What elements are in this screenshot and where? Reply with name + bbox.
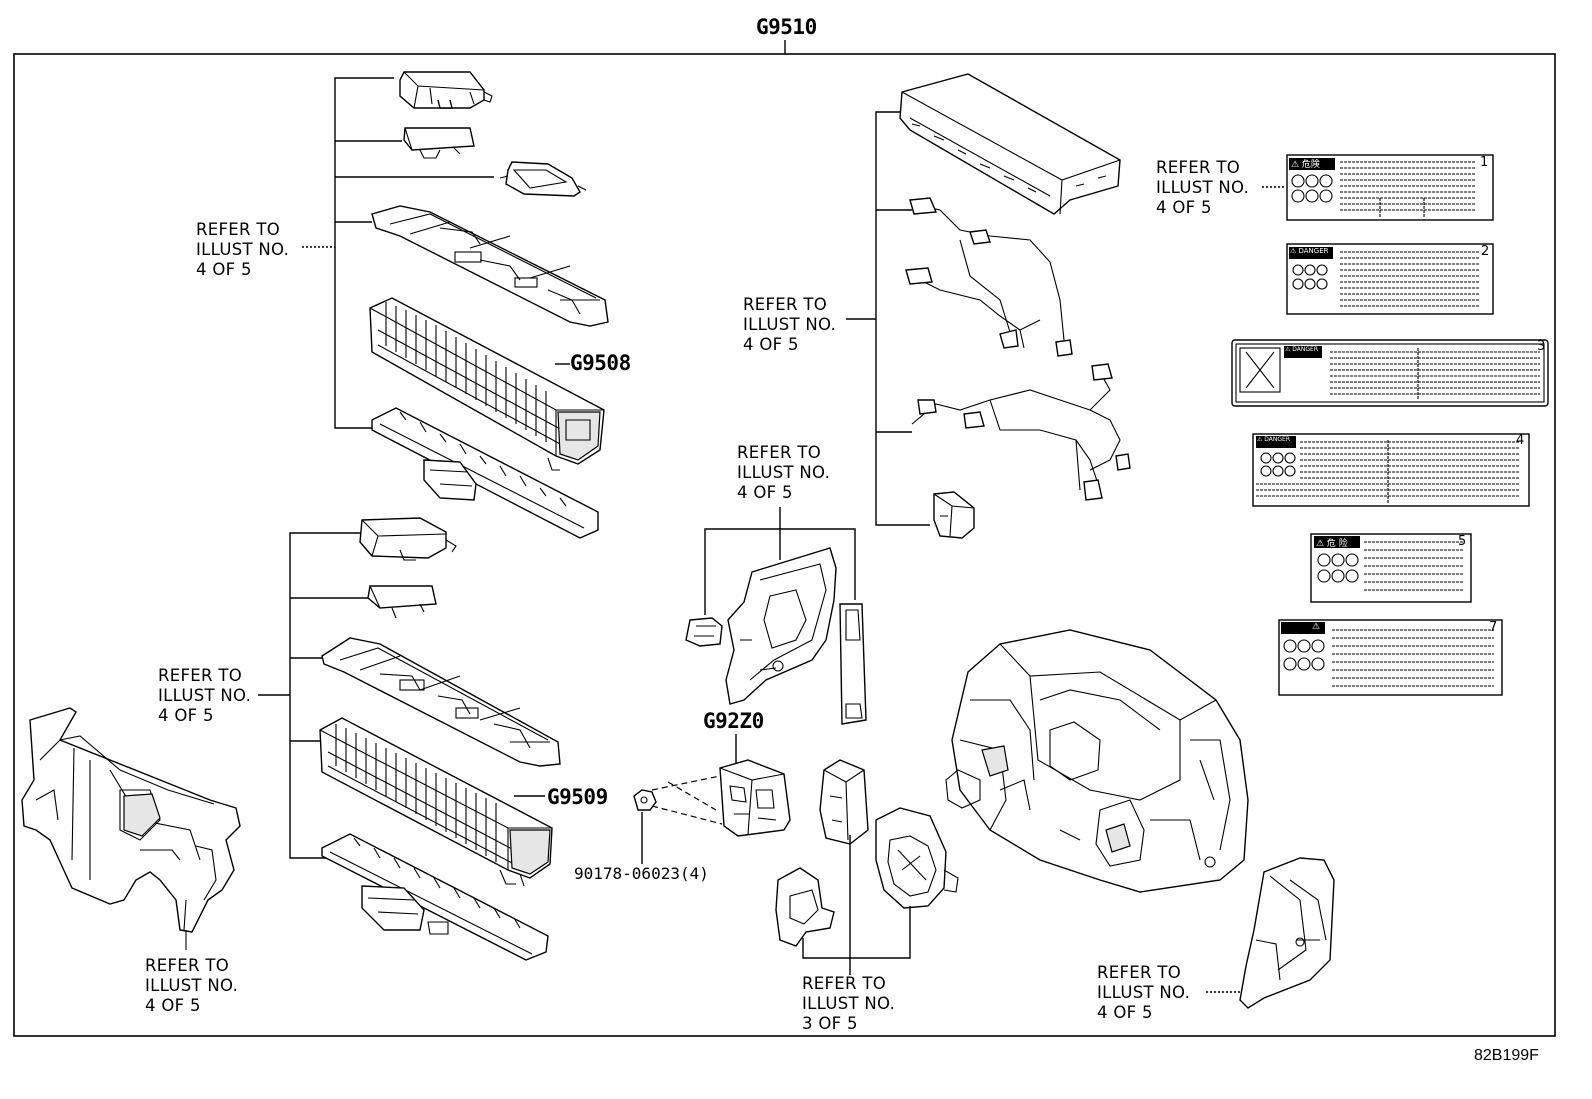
warning-label-7 [1278,619,1503,696]
warning-label-4-number: 4 [1516,433,1525,448]
upper-left-bracket [302,77,494,429]
part-code-upper-stack: G9508 [570,351,631,375]
warning-label-7-number: 7 [1489,620,1498,635]
harness-bracket [846,111,930,526]
nut-90178 [633,789,657,811]
wire-harness-upper [905,197,1073,357]
lower-left-bracket [258,532,368,859]
lower-battery-ecu [359,517,457,561]
upper-battery-tray [371,205,609,327]
warning-label-2-header: ⚠ DANGER [1290,247,1329,255]
lower-cooling-duct [321,833,549,961]
part-number-nut: 90178-06023(4) [574,864,709,883]
upper-cell-stack [369,297,605,471]
duct-elbow [775,867,835,947]
warning-label-1-header: ⚠ 危険 [1291,160,1320,170]
warning-label-5-number: 5 [1458,534,1467,549]
warning-label-4 [1252,433,1530,507]
warning-label-2 [1286,243,1494,315]
warning-label-5 [1310,533,1472,603]
assembly-code: G9510 [756,15,817,39]
part-code-lower-stack: G9509 [547,785,608,809]
upper-cooling-duct [371,407,599,539]
center-panel [725,547,837,705]
service-plug [839,603,867,725]
clip-connector [685,617,723,647]
diagram-reference: 82B199F [1474,1047,1539,1064]
right-bracket [1239,857,1335,1009]
part-code-junction-block: G92Z0 [703,709,764,733]
relay-cover [819,759,869,845]
top-cover [899,73,1121,215]
wire-harness-lower [911,363,1131,501]
lower-battery-tray [321,637,561,767]
lower-monitoring-unit [367,585,437,619]
left-side-frame [21,707,241,933]
blower-fan [875,807,959,909]
warning-label-7-header: ⚠ [1312,622,1321,632]
battery-sensor [499,161,587,197]
lower-cell-stack [319,717,553,887]
warning-label-4-header: ⚠ DANGER [1257,436,1291,443]
battery-case [945,629,1249,893]
warning-label-5-header: ⚠ 危 险 [1316,539,1348,549]
battery-ecu [399,71,493,109]
monitoring-unit [403,127,475,159]
warning-label-1-number: 1 [1480,155,1489,170]
warning-label-3-header: ⚠ DANGER [1285,346,1319,353]
warning-label-3 [1231,339,1549,407]
warning-label-1 [1286,154,1494,221]
warning-label-2-number: 2 [1481,244,1490,259]
bottom-center-bracket [802,835,911,975]
center-bracket [704,507,856,615]
junction-block [719,759,791,837]
connector-cover [933,491,975,539]
warning-label-3-number: 3 [1537,339,1546,354]
